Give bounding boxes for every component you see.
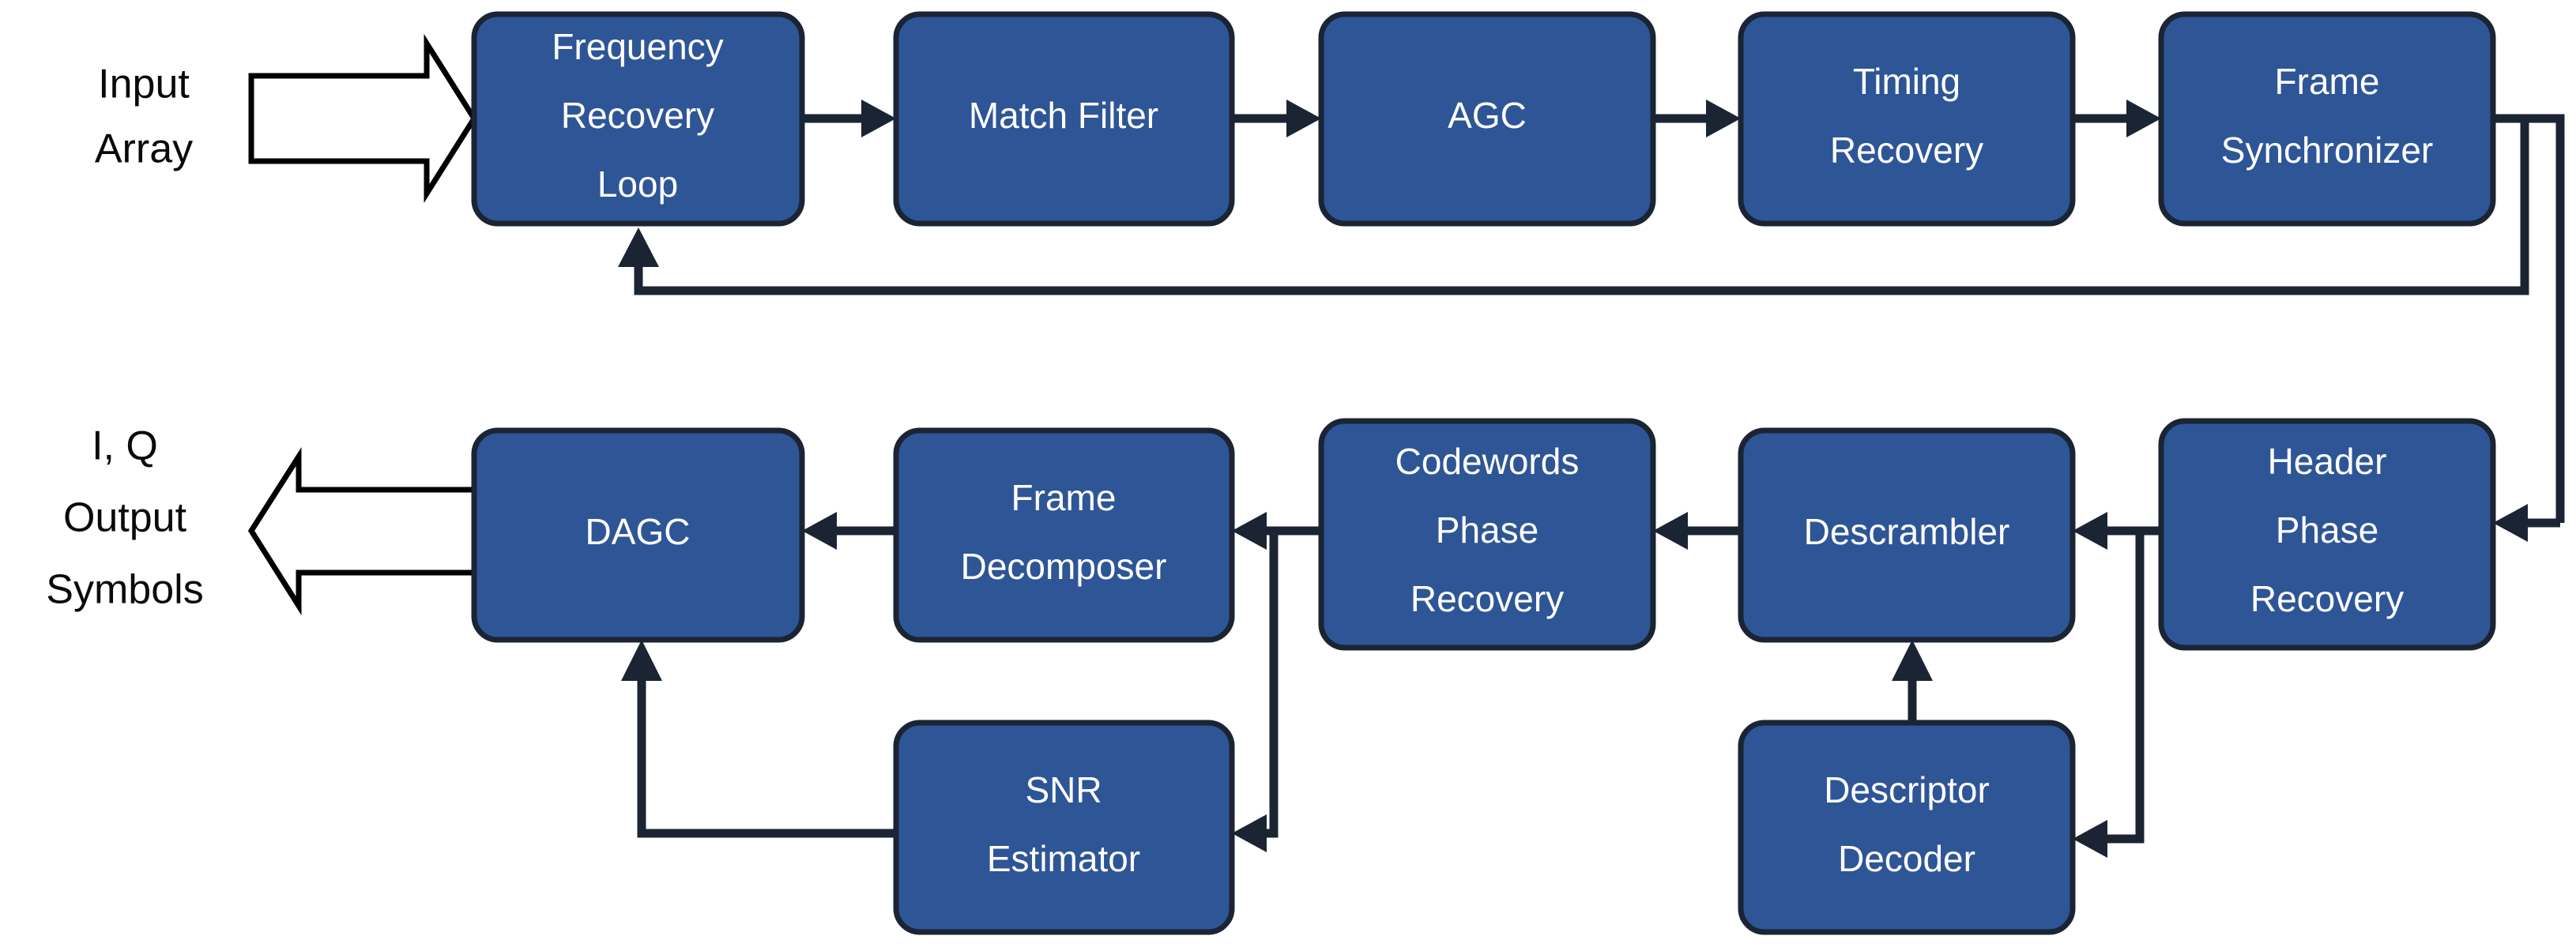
block-dagc[interactable]: DAGC [471, 427, 805, 643]
block-label-line: Recovery [561, 95, 714, 136]
block-label-line: Recovery [1410, 578, 1564, 619]
block-frame-synchronizer[interactable]: Frame Synchronizer [2158, 11, 2496, 227]
block-label-line: Timing [1853, 61, 1960, 102]
output-label-line: I, Q [92, 423, 158, 469]
block-label-line: Decoder [1838, 838, 1975, 879]
block-descrambler[interactable]: Descrambler [1738, 427, 2076, 643]
block-label-line: AGC [1448, 95, 1527, 136]
block-label-line: Recovery [1830, 130, 1983, 171]
block-label-line: Recovery [2250, 578, 2404, 619]
connector-match-to-agc [1232, 100, 1321, 137]
output-symbols-label: I, Q Output Symbols [46, 423, 203, 613]
block-freq-recovery-loop[interactable]: Frequency Recovery Loop [471, 11, 805, 227]
connector-descriptor-to-descrambler [1892, 640, 1933, 723]
block-label-line: Header [2268, 441, 2387, 482]
block-label-line: Decomposer [961, 546, 1167, 587]
input-label-line: Input [98, 62, 190, 107]
block-descriptor-decoder[interactable]: Descriptor Decoder [1738, 720, 2076, 935]
block-label-line: Frequency [552, 26, 723, 67]
block-label-line: Match Filter [969, 95, 1158, 136]
block-label-line: Descriptor [1824, 769, 1990, 810]
block-timing-recovery[interactable]: Timing Recovery [1738, 11, 2076, 227]
input-array-label: Input Array [95, 62, 193, 172]
block-label-line: Frame [2275, 61, 2380, 102]
input-label-line: Array [95, 126, 193, 172]
block-label-line: Loop [597, 164, 678, 205]
block-label-line: DAGC [586, 511, 691, 552]
block-label-line: Descrambler [1804, 511, 2010, 552]
connectors-layer [618, 100, 2565, 858]
block-snr-estimator[interactable]: SNR Estimator [893, 720, 1235, 935]
connector-framesync-feedback-to-freq [618, 118, 2529, 295]
block-frame-decomposer[interactable]: Frame Decomposer [893, 427, 1235, 643]
connector-framedecomp-to-dagc [802, 512, 896, 550]
block-label-line: Estimator [987, 838, 1140, 879]
connector-agc-to-timing [1653, 100, 1741, 137]
connector-header-to-descrambler [2073, 512, 2161, 550]
connector-codewords-to-framedecomp [1232, 512, 1321, 550]
connector-header-to-descriptor [2073, 531, 2145, 858]
connector-descrambler-to-codewords [1653, 512, 1741, 550]
output-label-line: Output [63, 495, 187, 541]
block-label-line: SNR [1025, 769, 1102, 810]
block-agc[interactable]: AGC [1318, 11, 1656, 227]
block-label-line: Synchronizer [2221, 130, 2433, 171]
block-codewords-phase-recovery[interactable]: Codewords Phase Recovery [1318, 418, 1656, 651]
connector-framesync-trunk [2493, 114, 2565, 523]
block-match-filter[interactable]: Match Filter [893, 11, 1235, 227]
connector-timing-to-framesync [2073, 100, 2161, 137]
output-block-arrow [247, 447, 477, 616]
connector-snr-to-dagc [621, 640, 896, 838]
connector-codewords-to-snr [1232, 531, 1279, 852]
block-header-phase-recovery[interactable]: Header Phase Recovery [2158, 418, 2496, 651]
block-label-line: Codewords [1395, 441, 1580, 482]
block-label-line: Phase [2276, 509, 2378, 551]
input-block-arrow [248, 33, 478, 204]
connector-freq-to-match [802, 100, 896, 137]
connector-framesync-to-header [2493, 504, 2560, 542]
output-label-line: Symbols [46, 567, 203, 613]
block-label-line: Phase [1436, 509, 1538, 551]
block-label-line: Frame [1011, 477, 1117, 518]
